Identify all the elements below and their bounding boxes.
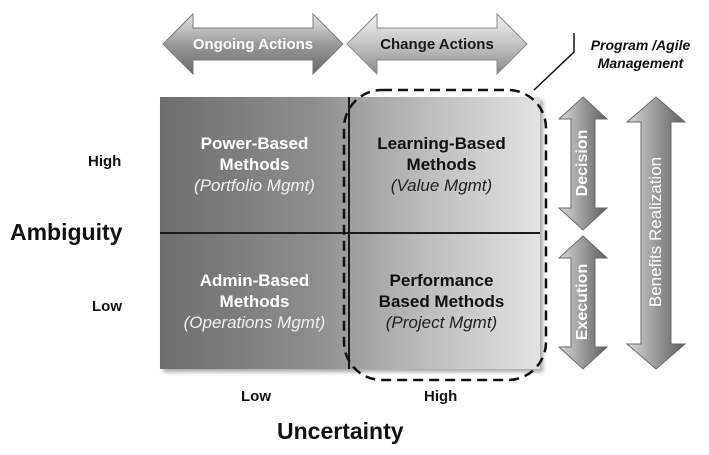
y-axis-low-label: Low	[92, 298, 122, 315]
callout-line-2: Management	[597, 55, 684, 71]
benefits-realization-arrow	[625, 96, 687, 370]
change-actions-label: Change Actions	[380, 36, 494, 53]
quadrant-title: Admin-Based	[199, 271, 310, 290]
execution-arrow	[557, 235, 609, 370]
ongoing-actions-arrow	[162, 12, 344, 76]
change-actions-arrow	[346, 12, 528, 76]
quadrant-power-based: Power-Based Methods (Portfolio Mgmt)	[163, 133, 346, 196]
quadrant-title: Power-Based	[200, 134, 309, 153]
ongoing-actions-label: Ongoing Actions	[192, 36, 314, 53]
quadrant-title: Methods	[219, 292, 290, 311]
x-axis-high-label: High	[424, 388, 458, 405]
quadrant-title: Methods	[219, 155, 290, 174]
quadrant-title: Methods	[406, 155, 477, 174]
benefits-realization-label: Benefits Realization	[646, 156, 665, 308]
quadrant-title: Based Methods	[378, 292, 505, 311]
quadrant-subtitle: (Operations Mgmt)	[183, 313, 326, 332]
callout-pointer-line	[533, 33, 575, 91]
y-axis-high-label: High	[88, 153, 122, 170]
program-agile-management-callout: Program /Agile Management	[578, 36, 703, 72]
execution-label: Execution	[574, 263, 591, 341]
x-axis-label: Uncertainty	[277, 418, 404, 444]
quadrant-title: Performance	[389, 271, 494, 290]
quadrant-performance-based: Performance Based Methods (Project Mgmt)	[350, 270, 533, 333]
quadrant-learning-based: Learning-Based Methods (Value Mgmt)	[350, 133, 533, 196]
quadrant-subtitle: (Portfolio Mgmt)	[194, 176, 315, 195]
quadrant-subtitle: (Project Mgmt)	[385, 313, 498, 332]
x-axis-low-label: Low	[241, 388, 271, 405]
horizontal-divider	[160, 232, 540, 234]
decision-label: Decision	[574, 129, 591, 197]
decision-arrow	[557, 96, 609, 231]
quadrant-subtitle: (Value Mgmt)	[390, 176, 493, 195]
quadrant-title: Learning-Based	[377, 134, 506, 153]
callout-line-1: Program /Agile	[590, 37, 691, 53]
quadrant-admin-based: Admin-Based Methods (Operations Mgmt)	[163, 270, 346, 333]
y-axis-label: Ambiguity	[10, 219, 123, 245]
